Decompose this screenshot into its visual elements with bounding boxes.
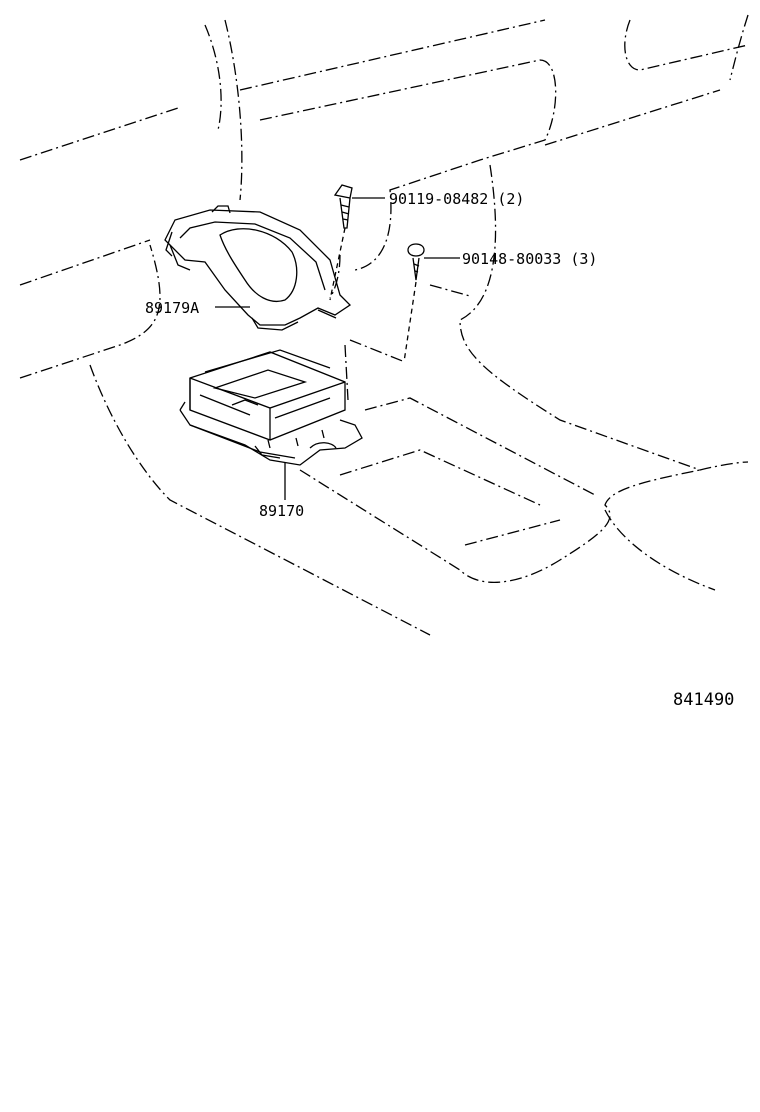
screw-illustration bbox=[403, 243, 425, 363]
figure-code: 841490 bbox=[673, 690, 735, 710]
leader-lines bbox=[215, 197, 460, 500]
part-label-89170: 89170 bbox=[259, 502, 305, 520]
body-outline bbox=[19, 14, 749, 636]
bracket-illustration bbox=[164, 205, 352, 331]
part-label-89179a: 89179A bbox=[145, 299, 200, 317]
part-label-90148-80033: 90148-80033 (3) bbox=[462, 250, 598, 268]
part-label-90119-08482: 90119-08482 (2) bbox=[389, 190, 525, 208]
bolt-illustration bbox=[329, 184, 353, 301]
module-illustration bbox=[179, 349, 363, 466]
